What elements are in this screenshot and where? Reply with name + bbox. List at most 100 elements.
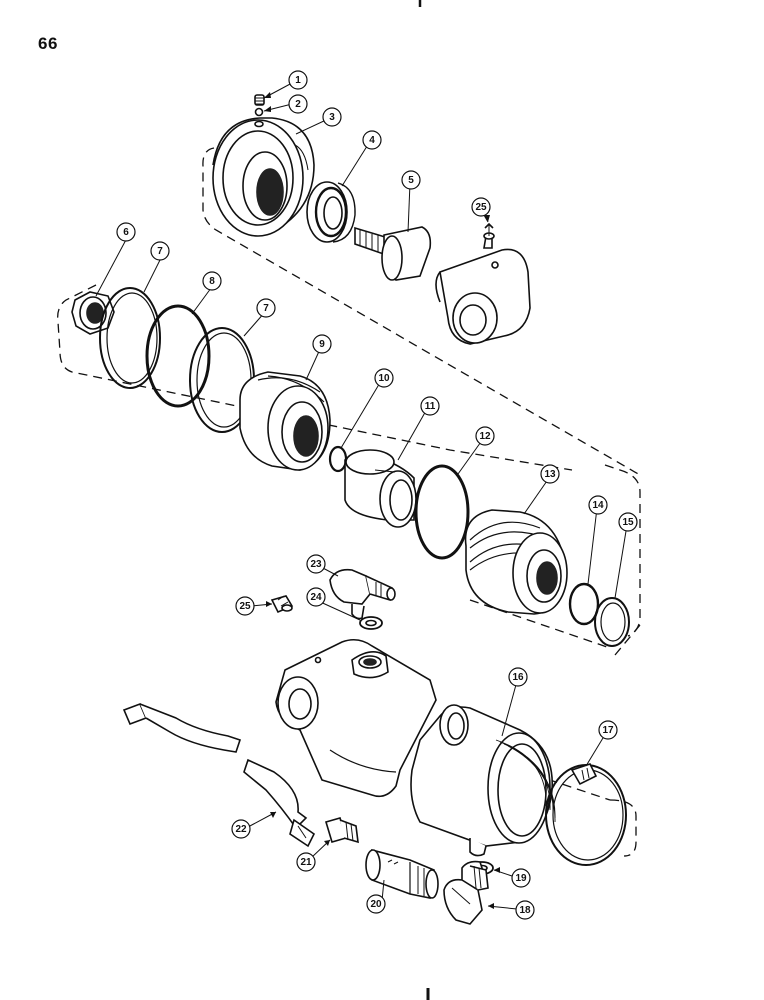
callout-label: 13: [544, 469, 556, 480]
callout-label: 22: [235, 824, 247, 835]
callout-label: 7: [263, 303, 269, 314]
part-18-elbow-fitting: [443, 860, 489, 925]
callout-7: 7: [150, 241, 170, 261]
callout-circle: [508, 667, 528, 687]
callout-label: 10: [378, 373, 390, 384]
callout-label: 25: [239, 601, 251, 612]
callout-8: 8: [202, 271, 222, 291]
callout-17: 17: [598, 720, 618, 740]
part-11-spacer: [344, 449, 417, 528]
part-9-piston: [239, 371, 331, 471]
leader-arrowheads: [264, 92, 500, 909]
part-12-o-ring: [414, 464, 470, 560]
callout-label: 17: [602, 725, 614, 736]
callout-label: 11: [425, 401, 436, 412]
part-1-set-screw: [254, 94, 265, 106]
callout-2: 2: [288, 94, 308, 114]
callout-circle: [116, 222, 136, 242]
callout-21: 21: [296, 852, 316, 872]
callout-13: 13: [540, 464, 560, 484]
callout-circle: [231, 819, 251, 839]
callout-19: 19: [511, 868, 531, 888]
callout-label: 25: [475, 202, 487, 213]
callout-5: 5: [401, 170, 421, 190]
callout-label: 20: [370, 899, 382, 910]
part-23-elbow-fitting: [329, 568, 396, 620]
part-13-piston: [464, 509, 568, 615]
callout-circle: [420, 396, 440, 416]
callout-23: 23: [306, 554, 326, 574]
callout-label: 24: [310, 592, 322, 603]
callout-14: 14: [588, 495, 608, 515]
group-outline-middle: [57, 284, 641, 656]
part-25-grease-fitting-lower: [270, 595, 294, 614]
callout-4: 4: [362, 130, 382, 150]
callout-label: 1: [295, 75, 301, 86]
callout-label: 14: [592, 500, 604, 511]
callout-circle: [540, 464, 560, 484]
part-rod-eye: [435, 248, 531, 345]
part-8-o-ring: [145, 304, 211, 408]
callout-circle: [598, 720, 618, 740]
callout-circle: [288, 94, 308, 114]
callout-label: 8: [209, 276, 215, 287]
callout-circle: [256, 298, 276, 318]
callout-circle: [202, 271, 222, 291]
part-24-washer: [359, 616, 383, 630]
part-16-cylinder-tube: [410, 704, 556, 857]
callout-3: 3: [322, 107, 342, 127]
callout-circle: [471, 197, 491, 217]
callout-circle: [288, 70, 308, 90]
callout-label: 19: [515, 873, 527, 884]
callout-label: 23: [310, 559, 322, 570]
part-22-tube: [122, 702, 316, 848]
callout-label: 18: [519, 905, 531, 916]
callout-label: 4: [369, 135, 375, 146]
callout-circle: [306, 587, 326, 607]
callout-25: 25: [471, 197, 491, 217]
callout-label: 6: [123, 227, 129, 238]
part-5-pin: [354, 226, 432, 281]
part-2-ball: [254, 107, 264, 117]
callout-circle: [150, 241, 170, 261]
callout-label: 5: [408, 175, 414, 186]
page-number: 66: [38, 34, 58, 53]
callout-24: 24: [306, 587, 326, 607]
callout-circle: [618, 512, 638, 532]
callout-18: 18: [515, 900, 535, 920]
callout-7: 7: [256, 298, 276, 318]
part-4-seal: [306, 181, 356, 243]
callout-circle: [362, 130, 382, 150]
callout-circle: [322, 107, 342, 127]
callout-circle: [312, 334, 332, 354]
callout-label: 16: [512, 672, 524, 683]
part-15-backup-ring: [594, 597, 630, 647]
callout-25: 25: [235, 596, 255, 616]
callout-11: 11: [420, 396, 440, 416]
callout-label: 21: [300, 857, 312, 868]
part-cylinder-base-end: [275, 638, 437, 798]
callout-circle: [306, 554, 326, 574]
part-25-grease-fitting-upper: [483, 222, 495, 249]
callout-label: 3: [329, 112, 335, 123]
part-17-clamp: [545, 763, 627, 866]
callout-label: 2: [295, 99, 301, 110]
callout-label: 7: [157, 246, 163, 257]
callout-label: 9: [319, 339, 325, 350]
part-21-connector: [325, 817, 359, 844]
callout-20: 20: [366, 894, 386, 914]
callout-circle: [374, 368, 394, 388]
callout-1: 1: [288, 70, 308, 90]
part-10-o-ring-small: [328, 445, 348, 473]
callout-16: 16: [508, 667, 528, 687]
part-6-nut: [71, 291, 115, 335]
callout-circle: [511, 868, 531, 888]
callout-15: 15: [618, 512, 638, 532]
callout-circle: [296, 852, 316, 872]
callout-circle: [475, 426, 495, 446]
callout-circle: [366, 894, 386, 914]
callout-label: 12: [479, 431, 491, 442]
callout-label: 15: [622, 517, 634, 528]
callout-layer: 1234525678791011121314152325241617222120…: [116, 70, 638, 920]
callout-6: 6: [116, 222, 136, 242]
